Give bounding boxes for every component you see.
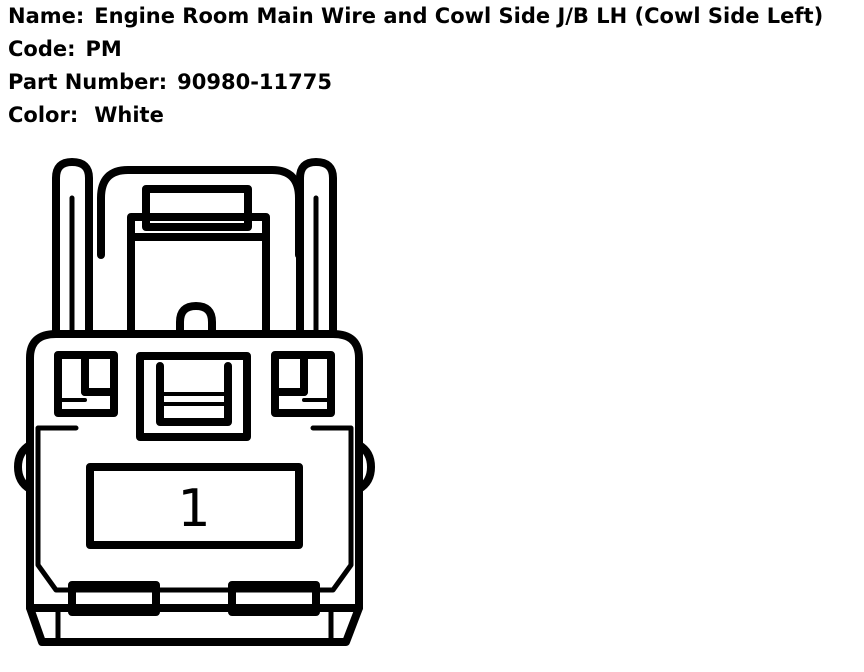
- code-label: Code:: [8, 37, 76, 61]
- connector-color: White: [94, 103, 164, 127]
- lock-tab-body: [127, 213, 270, 338]
- connector-info: Name: Engine Room Main Wire and Cowl Side…: [8, 0, 823, 132]
- connector-name: Engine Room Main Wire and Cowl Side J/B …: [94, 4, 824, 28]
- center-lock-latch: [156, 362, 232, 426]
- center-lock-window: [136, 352, 251, 441]
- color-label: Color:: [8, 103, 79, 127]
- name-row: Name: Engine Room Main Wire and Cowl Side…: [8, 0, 823, 33]
- left-latch-post: [52, 158, 93, 338]
- code-row: Code: PM: [8, 33, 823, 66]
- housing-inner-profile: [35, 425, 354, 593]
- bottom-skirt: [26, 604, 363, 646]
- center-nub: [176, 302, 216, 338]
- left-side-bump: [14, 441, 34, 493]
- bottom-right-tab: [228, 581, 320, 616]
- lock-hood: [97, 166, 303, 259]
- part-number: 90980-11775: [177, 70, 332, 94]
- color-row: Color: White: [8, 99, 823, 132]
- name-label: Name:: [8, 4, 85, 28]
- lock-tab-top: [142, 185, 252, 231]
- connector-code: PM: [85, 37, 122, 61]
- part-number-row: Part Number: 90980-11775: [8, 66, 823, 99]
- terminal-cavity: [86, 463, 303, 549]
- bottom-left-tab: [68, 581, 160, 616]
- right-latch-post: [296, 158, 337, 338]
- pin-1-label: 1: [177, 479, 210, 539]
- right-side-bump: [355, 441, 375, 493]
- part-number-label: Part Number:: [8, 70, 168, 94]
